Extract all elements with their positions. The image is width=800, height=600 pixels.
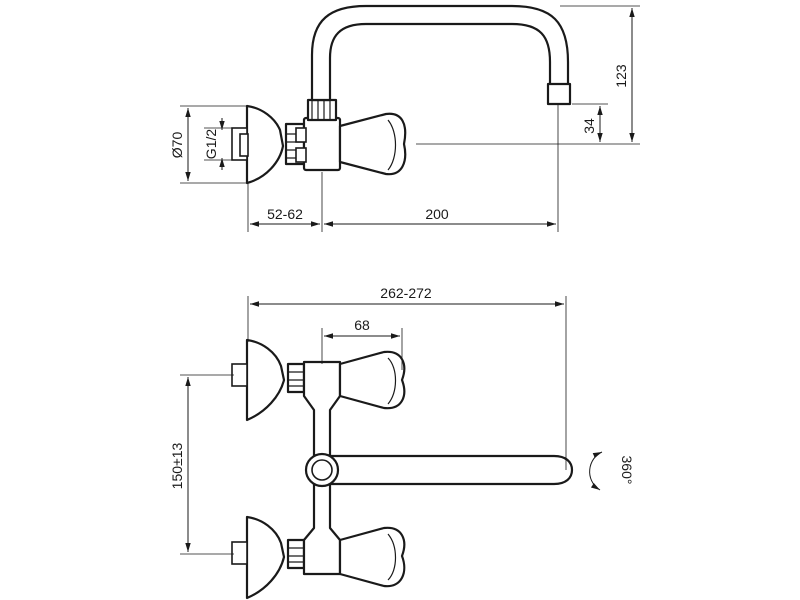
dim-spout-reach: 200	[425, 206, 449, 222]
dim-flange-diameter: Ø70	[169, 132, 185, 159]
wall-flange-side	[245, 104, 285, 185]
dim-spout-height: 123	[613, 64, 629, 88]
upper-handle	[338, 350, 406, 410]
lower-handle	[338, 526, 406, 588]
dim-rotation: 360°	[619, 456, 635, 485]
spout-outlet-side	[546, 82, 572, 106]
dim-outlet-height: 34	[581, 118, 597, 134]
spout-side	[310, 4, 570, 102]
inlet-nut-side	[239, 133, 249, 157]
rotation-arrow-icon	[589, 451, 603, 491]
dim-handle-offset: 68	[354, 317, 370, 333]
side-view: Ø70 G1/2 123 34 52-62 200	[169, 4, 640, 232]
dim-wall-offset: 52-62	[267, 206, 303, 222]
spout-front	[320, 454, 574, 486]
handle-side	[338, 112, 407, 176]
dim-thread-size: G1/2	[203, 129, 219, 160]
dim-center-distance: 150±13	[169, 442, 185, 489]
dim-overall-width: 262-272	[380, 285, 432, 301]
lower-flange	[245, 515, 286, 600]
upper-flange	[245, 338, 286, 422]
valve-body-side	[302, 116, 342, 172]
front-view: 262-272 68 150±13 360°	[169, 285, 635, 600]
